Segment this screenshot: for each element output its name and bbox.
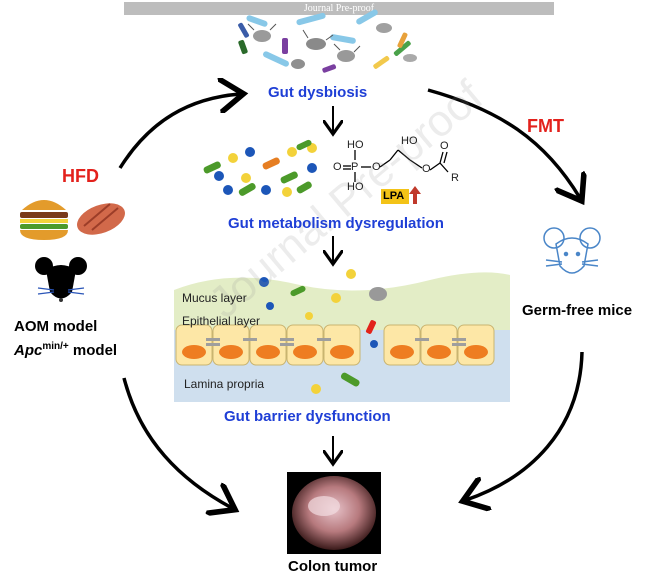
metabolite-dots-icon [203,139,317,197]
lpa-structure-icon [343,149,449,182]
lpa-atom-p: P [351,161,359,173]
label-epithelial-layer: Epithelial layer [182,314,261,328]
burger-icon [20,200,68,240]
label-colon-tumor: Colon tumor [288,558,378,575]
label-gut-barrier: Gut barrier dysfunction [224,408,391,425]
arrow-model-to-tumor [122,377,232,508]
lpa-atom-oh: HO [401,135,418,147]
journal-banner: Journal Pre-proof [124,2,554,15]
lpa-atom-r: R [451,172,459,184]
steak-icon [77,203,125,235]
label-gut-dysbiosis: Gut dysbiosis [268,84,368,101]
label-germ-free-mice: Germ-free mice [522,302,633,319]
gut-barrier-illustration [174,269,510,402]
label-hfd: HFD [62,166,99,186]
label-aom-model: AOM model [14,318,98,335]
arrow-up-icon [409,186,421,204]
label-mucus-layer: Mucus layer [182,291,247,305]
label-fmt: FMT [527,116,564,136]
arrow-hfd-to-dysbiosis [118,94,240,169]
lpa-atom-o-double: O [333,161,342,173]
lpa-atom-o-ester: O [422,163,431,175]
label-apc-model: Apcmin/+ model [14,341,117,359]
germ-free-mouse-icon [543,227,601,274]
apc-model-suffix: model [68,342,118,359]
arrow-germfree-to-tumor [466,351,584,500]
label-lamina-propria: Lamina propria [184,377,265,391]
bacteria-cluster-icon [238,9,417,73]
apc-gene-name: Apc [14,342,43,359]
label-gut-metabolism: Gut metabolism dysregulation [228,215,444,232]
mucus-band [174,272,510,330]
mouse-icon [35,257,87,302]
lpa-atom-o-link: O [372,161,381,173]
arrow-dysbiosis-to-fmt [427,88,580,198]
lpa-badge-box [381,189,409,204]
lpa-atom-ho1: HO [347,139,364,151]
lpa-atom-o-carbonyl: O [440,140,449,152]
lpa-badge: LPA [383,190,405,202]
apc-genotype: min/+ [42,341,69,352]
lpa-atom-ho2: HO [347,181,364,193]
